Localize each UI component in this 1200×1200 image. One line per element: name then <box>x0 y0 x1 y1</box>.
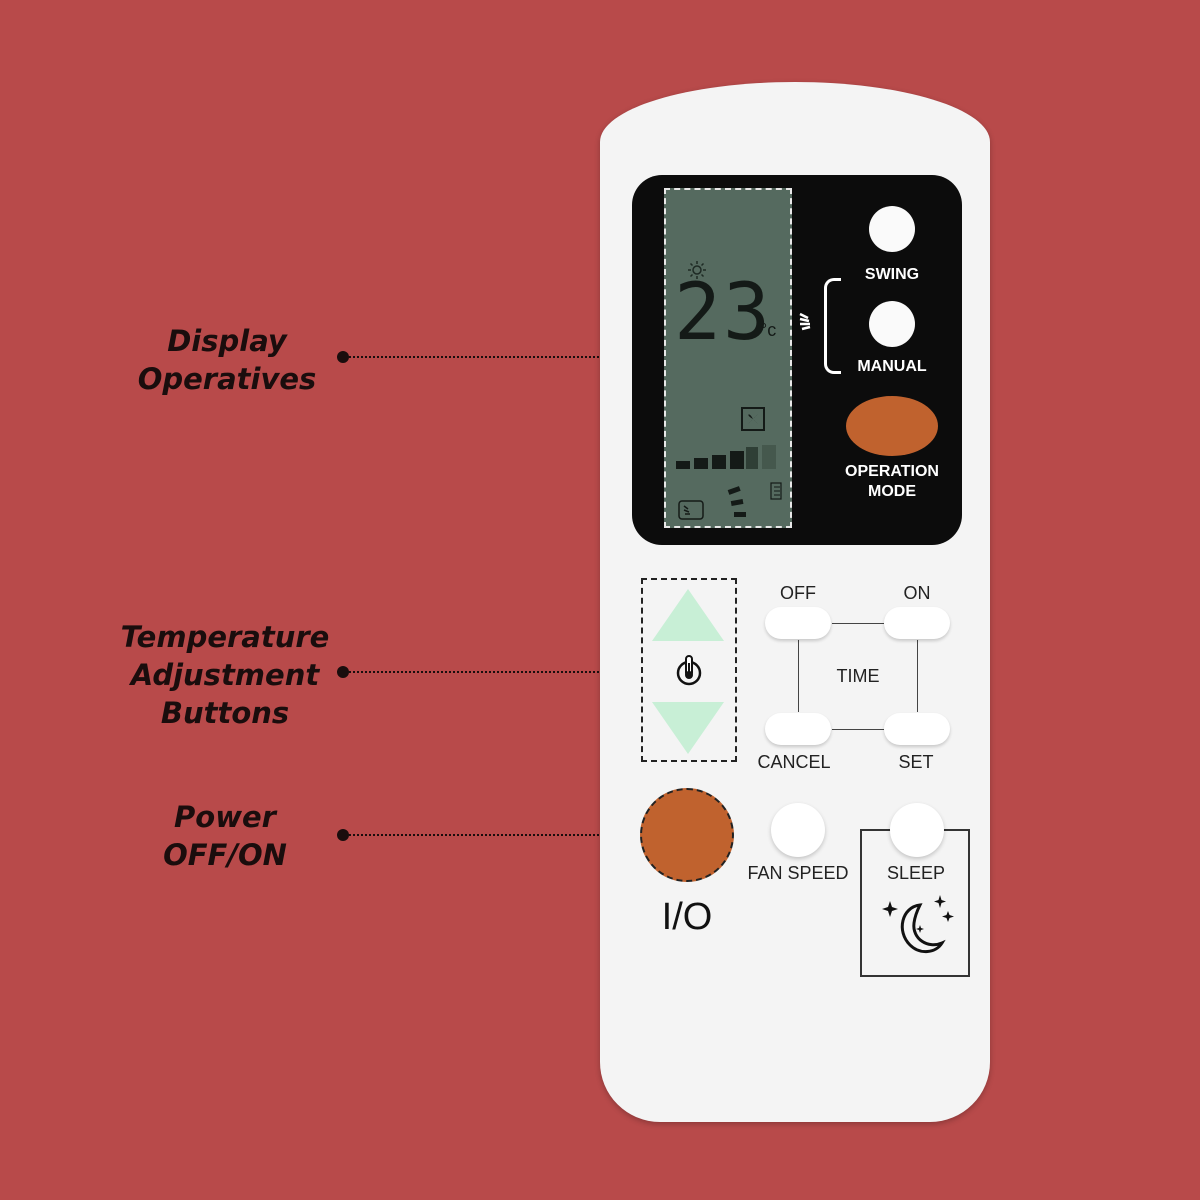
callout-display: Display Operatives <box>97 322 357 398</box>
sun-icon <box>688 261 706 279</box>
temperature-up-button[interactable] <box>650 587 726 643</box>
timer-line-top <box>832 623 884 624</box>
timer-cancel-label: CANCEL <box>757 752 831 772</box>
power-button[interactable] <box>640 788 734 882</box>
operation-mode-label-1: OPERATION <box>845 463 939 480</box>
swing-indicator-lcd <box>727 486 746 517</box>
fan-speed-bars <box>676 445 776 469</box>
callout-power-line2: OFF/ON <box>163 838 287 872</box>
time-label: TIME <box>836 666 880 686</box>
callout-display-dot <box>337 351 349 363</box>
swing-button[interactable] <box>869 206 915 252</box>
fan-speed-label: FAN SPEED <box>747 863 849 883</box>
callout-temperature-dot <box>337 666 349 678</box>
fan-speed-button[interactable] <box>771 803 825 857</box>
operation-mode-button[interactable] <box>846 396 938 456</box>
timer-on-label: ON <box>903 583 931 603</box>
callout-temperature-line3: Buttons <box>160 696 290 730</box>
callout-temperature: Temperature Adjustment Buttons <box>95 618 355 732</box>
swing-bracket <box>824 278 841 374</box>
timer-line-right <box>917 640 918 712</box>
lcd-temperature: 23 <box>674 268 772 358</box>
thermometer-icon <box>676 655 702 686</box>
callout-display-leader <box>349 356 631 358</box>
timer-cancel-button[interactable] <box>765 713 831 745</box>
timer-on-button[interactable] <box>884 607 950 639</box>
callout-temperature-line1: Temperature <box>120 620 330 654</box>
swing-icon <box>799 312 811 331</box>
timer-set-label: SET <box>898 752 934 772</box>
moon-stars-icon <box>882 895 954 953</box>
callout-temperature-line2: Adjustment <box>130 658 320 692</box>
timer-off-button[interactable] <box>765 607 831 639</box>
operation-mode-label-2: MODE <box>868 483 916 500</box>
callout-power-line1: Power <box>174 800 276 834</box>
manual-button[interactable] <box>869 301 915 347</box>
sleep-label: SLEEP <box>886 863 946 883</box>
fan-icon <box>741 407 765 431</box>
callout-temperature-leader <box>349 671 627 673</box>
sleep-button[interactable] <box>890 803 944 857</box>
temperature-down-button[interactable] <box>650 700 726 756</box>
callout-power: Power OFF/ON <box>95 798 355 874</box>
callout-power-leader <box>349 834 631 836</box>
callout-power-dot <box>337 829 349 841</box>
callout-display-line2: Operatives <box>137 362 317 396</box>
lcd-unit: °c <box>760 320 777 340</box>
temperature-buttons-frame <box>641 578 737 762</box>
swing-label: SWING <box>864 266 920 283</box>
timer-off-label: OFF <box>780 583 816 603</box>
timer-icon-lcd <box>770 482 782 500</box>
manual-label: MANUAL <box>857 358 927 375</box>
swing-icon-lcd <box>678 500 704 520</box>
timer-line-left <box>798 640 799 712</box>
timer-set-button[interactable] <box>884 713 950 745</box>
callout-display-line1: Display <box>167 324 287 358</box>
lcd-screen <box>664 188 792 528</box>
timer-line-bottom <box>832 729 884 730</box>
power-label: I/O <box>661 896 713 938</box>
